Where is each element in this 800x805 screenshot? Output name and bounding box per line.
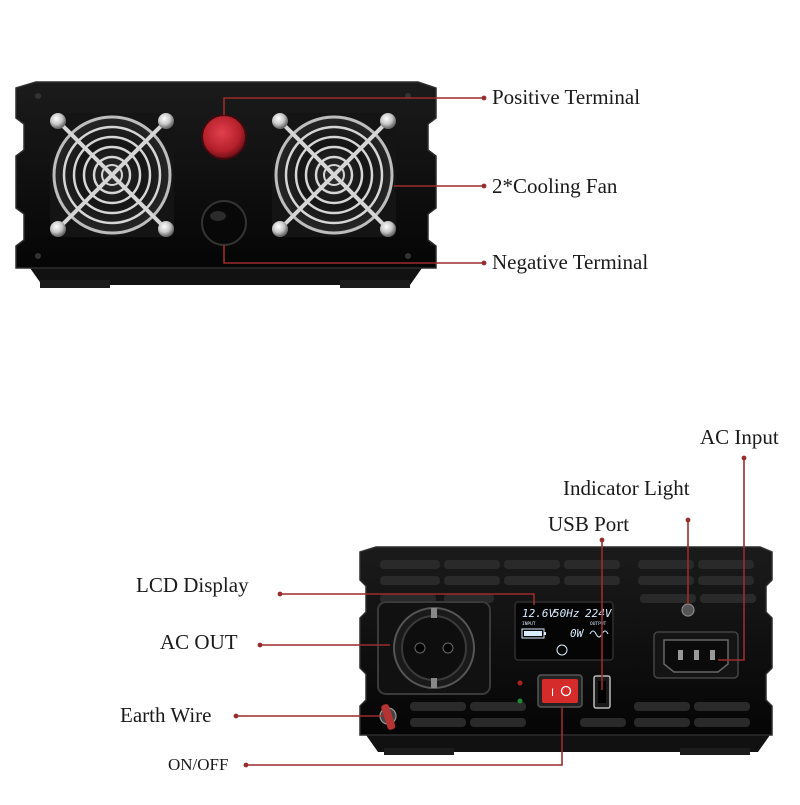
screw-icon <box>35 93 41 99</box>
lcd-output-caption: OUTPUT <box>590 621 607 627</box>
battery-icon <box>521 628 546 639</box>
leader-positive <box>223 97 484 115</box>
svg-text:I: I <box>551 687 554 699</box>
indicator-light <box>681 603 695 617</box>
screw-icon <box>50 221 66 237</box>
ac-input-socket <box>653 631 739 679</box>
lcd-frequency: 50Hz <box>553 607 580 620</box>
screw-icon <box>380 221 396 237</box>
screw-icon <box>35 253 41 259</box>
lcd-input-voltage: 12.6V <box>522 607 556 620</box>
lcd-display: 12.6V 50Hz 224V INPUT OUTPUT 0W <box>514 601 614 661</box>
screw-icon <box>380 113 396 129</box>
lcd-power: 0W <box>570 627 585 640</box>
power-symbol-icon <box>556 644 568 656</box>
label-lcd-display: LCD Display <box>136 573 249 597</box>
screw-icon <box>272 113 288 129</box>
screw-icon <box>272 221 288 237</box>
front-base <box>30 268 422 285</box>
ac-out-socket <box>377 601 491 695</box>
label-positive-terminal: Positive Terminal <box>492 85 641 109</box>
label-cooling-fan: 2*Cooling Fan <box>492 174 618 198</box>
indicator-red <box>517 680 523 686</box>
label-on-off: ON/OFF <box>168 755 229 774</box>
label-ac-out: AC OUT <box>160 630 238 654</box>
leader-negative <box>223 245 484 264</box>
label-negative-terminal: Negative Terminal <box>492 250 649 274</box>
front-foot-left <box>40 280 110 288</box>
label-earth-wire: Earth Wire <box>120 703 212 727</box>
front-view <box>15 81 487 288</box>
positive-terminal <box>201 114 247 160</box>
screw-icon <box>158 113 174 129</box>
screw-icon <box>405 253 411 259</box>
lcd-input-caption: INPUT <box>522 621 536 627</box>
leader-ac-input <box>718 458 745 661</box>
sine-wave-icon <box>589 630 609 638</box>
rear-base <box>366 735 770 752</box>
on-off-switch: I <box>537 674 583 708</box>
fan-guard-icon <box>50 113 174 237</box>
leader-lcd-display <box>280 593 535 605</box>
label-ac-input: AC Input <box>700 425 779 449</box>
screw-icon <box>50 113 66 129</box>
lcd-output-voltage: 224V <box>585 607 613 620</box>
rear-view: 12.6V 50Hz 224V INPUT OUTPUT 0W I <box>233 455 773 768</box>
negative-terminal <box>201 200 247 246</box>
label-indicator-light: Indicator Light <box>563 476 690 500</box>
indicator-green <box>517 698 523 704</box>
vent-slots-top <box>380 560 756 603</box>
front-foot-right <box>340 280 410 288</box>
vent-slots-bottom <box>410 702 750 727</box>
fan-guard-icon <box>272 113 396 237</box>
leader-on-off <box>246 707 563 766</box>
label-usb-port: USB Port <box>548 512 630 536</box>
screw-icon <box>158 221 174 237</box>
